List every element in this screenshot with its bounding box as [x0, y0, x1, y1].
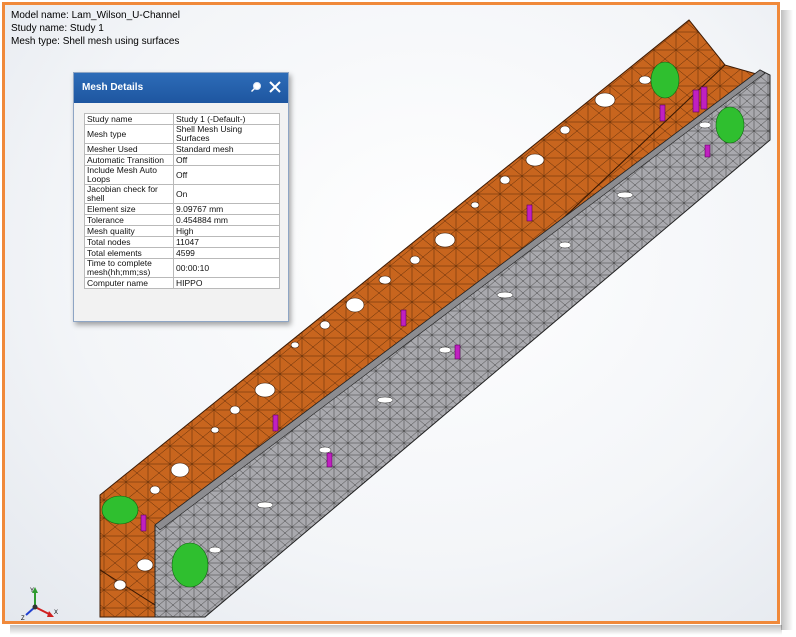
row-key: Tolerance: [84, 214, 174, 226]
row-value: Off: [173, 154, 280, 166]
row-key: Automatic Transition: [84, 154, 174, 166]
row-value: 4599: [173, 247, 280, 259]
row-key: Time to complete mesh(hh;mm;ss): [84, 258, 174, 278]
table-row: Time to complete mesh(hh;mm;ss)00:00:10: [84, 258, 280, 278]
study-name-text: Study name: Study 1: [11, 23, 104, 34]
row-value: Study 1 (-Default-): [173, 113, 280, 125]
triad-z-label: Z: [21, 616, 25, 621]
row-value: On: [173, 184, 280, 204]
graphics-viewport[interactable]: Model name: Lam_Wilson_U-Channel Study n…: [5, 5, 777, 621]
row-value: Shell Mesh Using Surfaces: [173, 124, 280, 144]
mesh-type-text: Mesh type: Shell mesh using surfaces: [11, 36, 180, 47]
close-icon[interactable]: [268, 80, 282, 94]
row-key: Study name: [84, 113, 174, 125]
frame-shadow-bottom: [10, 625, 782, 635]
mesh-details-header[interactable]: Mesh Details: [74, 73, 288, 103]
triad-x-label: X: [54, 610, 58, 616]
row-key: Total elements: [84, 247, 174, 259]
row-value: Off: [173, 165, 280, 185]
row-value: 11047: [173, 236, 280, 248]
triad-y-label: Y: [30, 588, 34, 594]
mesh-details-title: Mesh Details: [82, 82, 144, 93]
row-key: Total nodes: [84, 236, 174, 248]
row-key: Computer name: [84, 277, 174, 289]
row-value: 00:00:10: [173, 258, 280, 278]
row-key: Mesh quality: [84, 225, 174, 237]
row-key: Mesher Used: [84, 143, 174, 155]
load-markers: [140, 86, 711, 532]
front-wall-holes: [208, 121, 712, 554]
row-value: Standard mesh: [173, 143, 280, 155]
row-value: High: [173, 225, 280, 237]
back-wall-holes: [113, 75, 652, 591]
model-name-text: Model name: Lam_Wilson_U-Channel: [11, 10, 180, 21]
pin-icon[interactable]: [250, 81, 262, 93]
row-key: Mesh type: [84, 124, 174, 144]
fixture-markers: [101, 61, 745, 588]
reference-triad-icon: Y X Z: [21, 587, 58, 621]
channel-top-lip: [154, 69, 766, 531]
row-value: 9.09767 mm: [173, 203, 280, 215]
row-value: 0.454884 mm: [173, 214, 280, 226]
frame-shadow-right: [781, 10, 793, 630]
row-key: Element size: [84, 203, 174, 215]
u-channel-mesh-model[interactable]: [5, 5, 777, 621]
row-value: HIPPO: [173, 277, 280, 289]
row-key: Include Mesh Auto Loops: [84, 165, 174, 185]
row-key: Jacobian check for shell: [84, 184, 174, 204]
